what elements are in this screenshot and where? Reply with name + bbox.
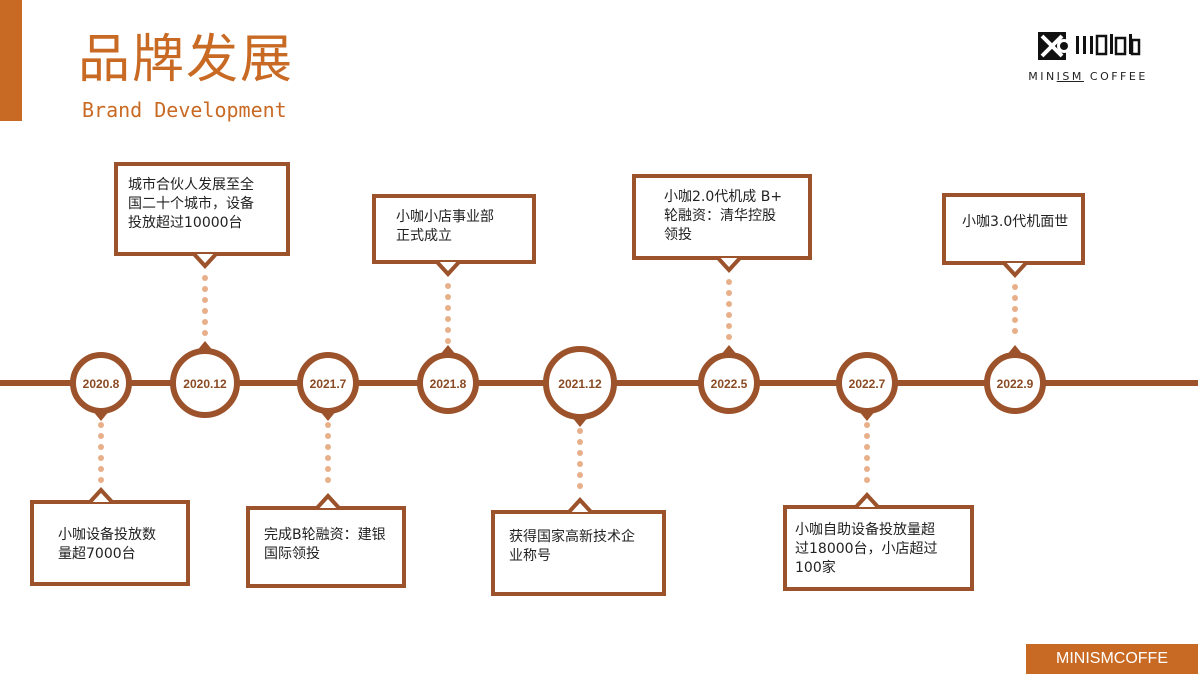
connector-dot <box>864 433 870 439</box>
milestone-description: 小咖自助设备投放量超 过18000台，小店超过 100家 <box>795 522 938 576</box>
connector-dot <box>577 483 583 489</box>
connector-dot <box>726 334 732 340</box>
connector-dot <box>445 305 451 311</box>
milestone-node <box>297 352 359 414</box>
connector-dot <box>726 290 732 296</box>
milestone-date: 2022.9 <box>996 377 1034 391</box>
connector-dot <box>445 338 451 344</box>
milestone-node <box>170 348 240 418</box>
connector-dot <box>726 312 732 318</box>
accent-bar <box>0 0 22 121</box>
connector-dot <box>445 283 451 289</box>
connector-dot <box>325 455 331 461</box>
connector-dot <box>445 294 451 300</box>
connector-dot <box>864 422 870 428</box>
milestone-card: 小咖设备投放数 量超7000台 <box>30 500 190 586</box>
milestone-card: 城市合伙人发展至全 国二十个城市，设备 投放超过10000台 <box>114 162 290 256</box>
brand-logo: MINISM COFFEE <box>1018 28 1178 88</box>
connector-dot <box>1012 284 1018 290</box>
connector-dot <box>577 428 583 434</box>
connector-dot <box>864 466 870 472</box>
connector-dot <box>202 308 208 314</box>
connector-dot <box>1012 295 1018 301</box>
connector-dot <box>726 301 732 307</box>
milestone-date: 2022.5 <box>710 377 748 391</box>
milestone-node <box>984 352 1046 414</box>
connector-dot <box>1012 306 1018 312</box>
milestone-description: 城市合伙人发展至全 国二十个城市，设备 投放超过10000台 <box>128 177 254 231</box>
connector-dot <box>202 297 208 303</box>
connector-dot <box>577 450 583 456</box>
milestone-card: 小咖2.0代机成 B+ 轮融资：清华控股 领投 <box>632 174 812 260</box>
connector-dot <box>726 323 732 329</box>
milestone-description: 小咖3.0代机面世 <box>962 214 1069 230</box>
milestone-date: 2021.12 <box>558 377 602 391</box>
milestone-date: 2021.8 <box>429 377 467 391</box>
milestone-node <box>417 352 479 414</box>
milestone-card: 小咖3.0代机面世 <box>942 193 1085 265</box>
milestone-date: 2020.8 <box>82 377 120 391</box>
connector-dot <box>98 477 104 483</box>
footer-tag: MINISMCOFFE <box>1026 644 1198 674</box>
milestone-node <box>70 352 132 414</box>
milestone-card: 小咖小店事业部 正式成立 <box>372 194 536 264</box>
milestone-card: 完成B轮融资：建银 国际领投 <box>246 506 406 588</box>
connector-dot <box>202 319 208 325</box>
connector-dot <box>1012 317 1018 323</box>
connector-dot <box>325 433 331 439</box>
connector-dot <box>726 279 732 285</box>
milestone-date: 2022.7 <box>848 377 886 391</box>
milestone-date: 2021.7 <box>309 377 347 391</box>
connector-dot <box>325 422 331 428</box>
connector-dot <box>864 444 870 450</box>
connector-dot <box>325 477 331 483</box>
milestone-description: 获得国家高新技术企 业称号 <box>509 529 635 564</box>
connector-dot <box>98 466 104 472</box>
connector-dot <box>202 275 208 281</box>
connector-dot <box>577 472 583 478</box>
milestone-date: 2020.12 <box>183 377 227 391</box>
connector-dot <box>202 286 208 292</box>
page-title: 品牌发展 <box>78 30 295 90</box>
milestone-node <box>836 352 898 414</box>
connector-dot <box>864 477 870 483</box>
milestone-card: 小咖自助设备投放量超 过18000台，小店超过 100家 <box>783 505 974 591</box>
connector-dot <box>445 316 451 322</box>
milestone-description: 小咖小店事业部 正式成立 <box>396 209 494 244</box>
milestone-description: 小咖2.0代机成 B+ 轮融资：清华控股 领投 <box>664 189 783 243</box>
connector-dot <box>98 455 104 461</box>
connector-dot <box>325 444 331 450</box>
connector-dot <box>98 422 104 428</box>
connector-dot <box>1012 328 1018 334</box>
connector-dot <box>445 327 451 333</box>
connector-dot <box>98 433 104 439</box>
connector-dot <box>864 455 870 461</box>
connector-dot <box>577 439 583 445</box>
page-subtitle: Brand Development <box>82 98 287 122</box>
connector-dot <box>98 444 104 450</box>
connector-dot <box>202 330 208 336</box>
connector-dot <box>577 461 583 467</box>
logo-mark-icon <box>1038 32 1141 60</box>
connector-dot <box>325 466 331 472</box>
milestone-node <box>698 352 760 414</box>
milestone-card: 获得国家高新技术企 业称号 <box>491 510 666 596</box>
milestone-node <box>543 346 617 420</box>
milestone-description: 完成B轮融资：建银 国际领投 <box>264 527 386 562</box>
milestone-description: 小咖设备投放数 量超7000台 <box>58 527 156 562</box>
logo-wordmark: MINISM COFFEE <box>1028 70 1148 83</box>
